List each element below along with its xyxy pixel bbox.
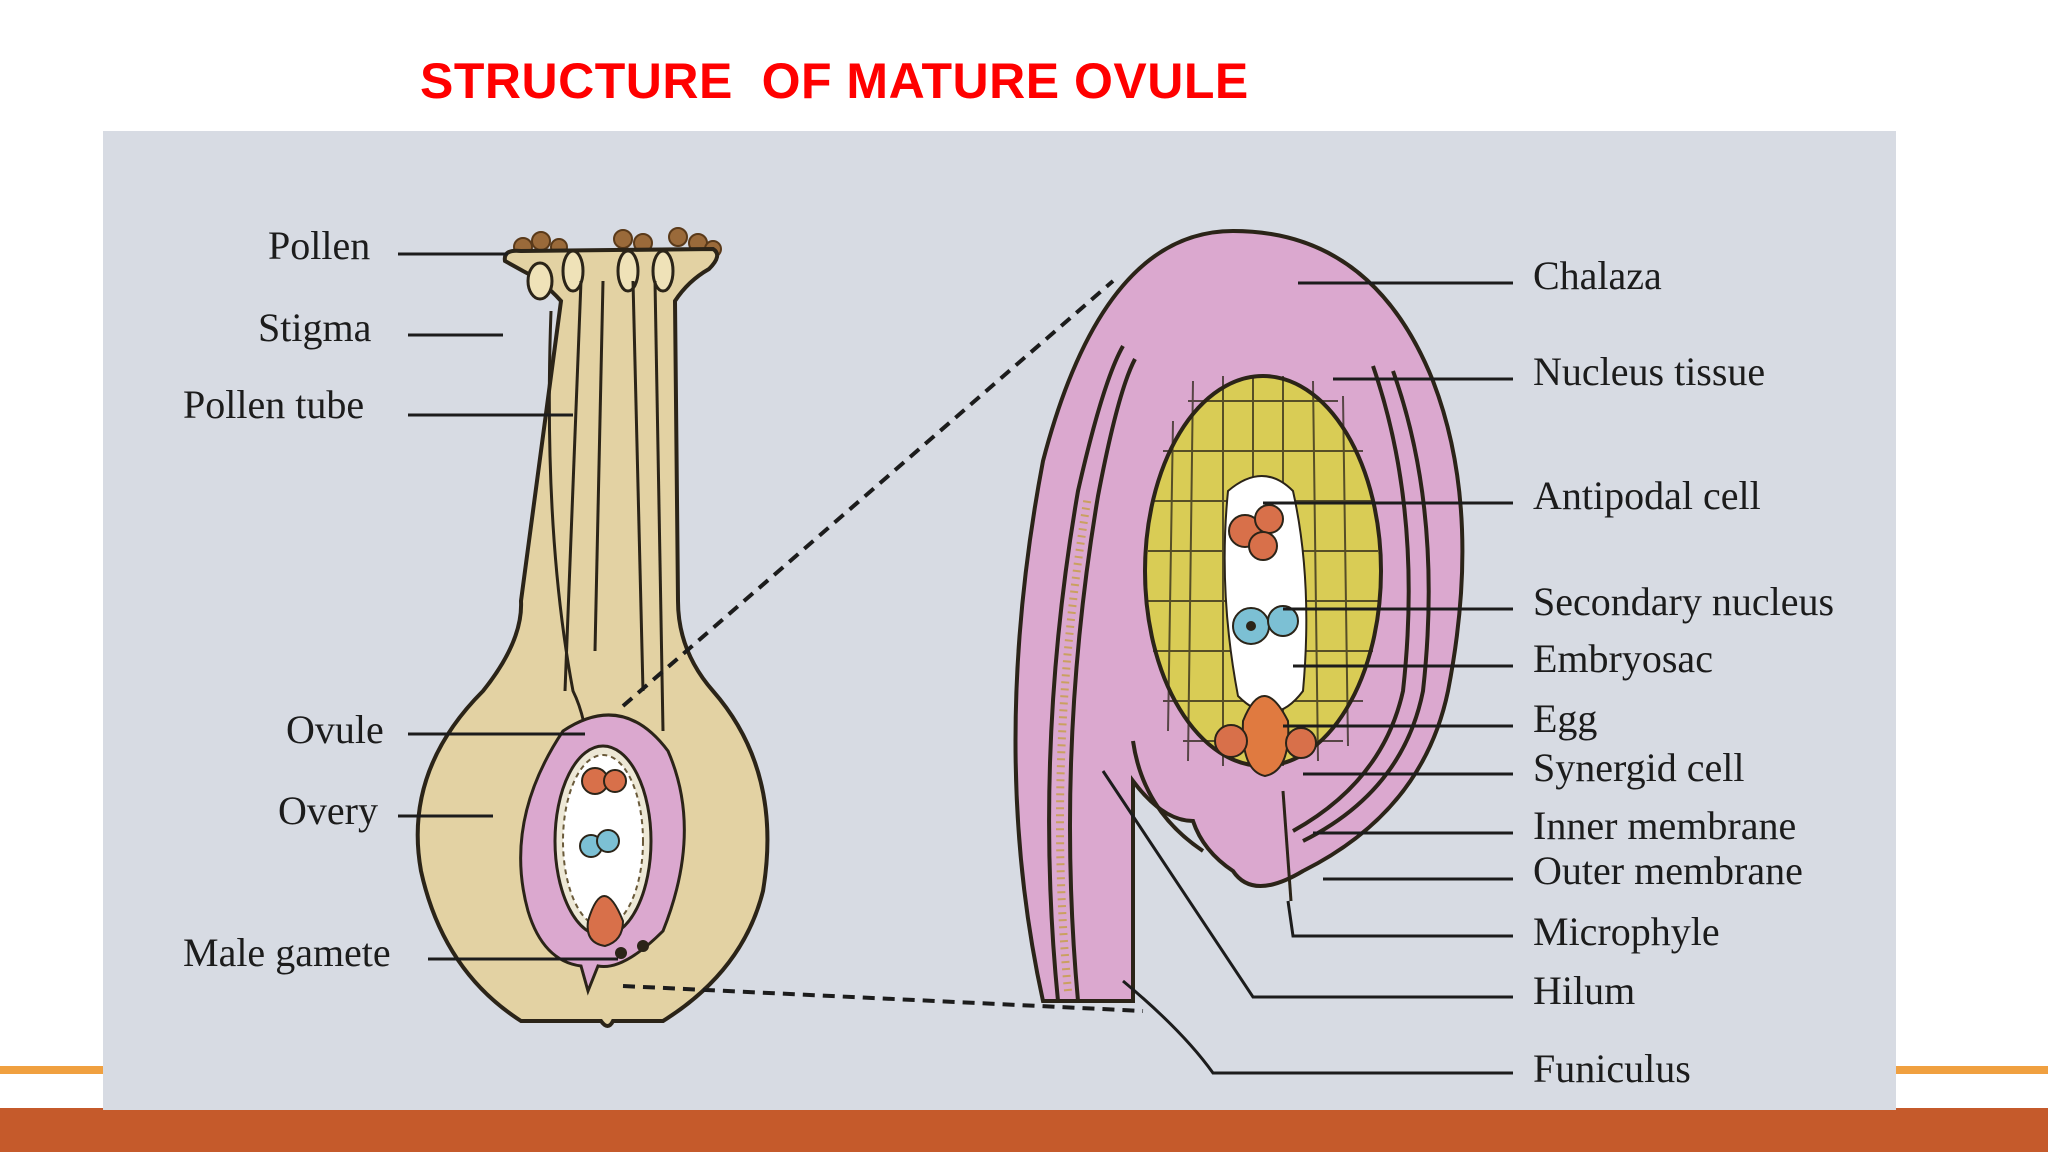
slide-title: STRUCTURE OF MATURE OVULE — [420, 53, 1249, 109]
ovule-diagram: Pollen Stigma Pollen tube Ovule Overy Ma… — [183, 223, 1834, 1091]
label-secondary-nucleus: Secondary nucleus — [1533, 579, 1834, 624]
label-nucleus-tissue: Nucleus tissue — [1533, 349, 1765, 394]
label-pollen-tube: Pollen tube — [183, 382, 364, 427]
label-pollen: Pollen — [268, 223, 370, 268]
label-outer-membrane: Outer membrane — [1533, 848, 1803, 893]
label-chalaza: Chalaza — [1533, 253, 1662, 298]
label-funiculus: Funiculus — [1533, 1046, 1691, 1091]
label-inner-membrane: Inner membrane — [1533, 803, 1796, 848]
label-embryosac: Embryosac — [1533, 636, 1713, 681]
label-ovule: Ovule — [286, 707, 384, 752]
label-ovary: Overy — [278, 788, 378, 833]
label-stigma: Stigma — [258, 305, 372, 350]
label-male-gamete: Male gamete — [183, 930, 391, 975]
label-hilum: Hilum — [1533, 968, 1635, 1013]
ovule-enlarged-drawing — [1013, 228, 1465, 1003]
pistil-drawing — [415, 227, 770, 1028]
footer-bar — [0, 1108, 2048, 1152]
label-antipodal-cell: Antipodal cell — [1533, 473, 1761, 518]
label-egg: Egg — [1533, 696, 1597, 741]
ovule-diagram-photo: Pollen Stigma Pollen tube Ovule Overy Ma… — [103, 131, 1896, 1110]
label-microphyle: Microphyle — [1533, 909, 1720, 954]
label-synergid-cell: Synergid cell — [1533, 745, 1744, 790]
